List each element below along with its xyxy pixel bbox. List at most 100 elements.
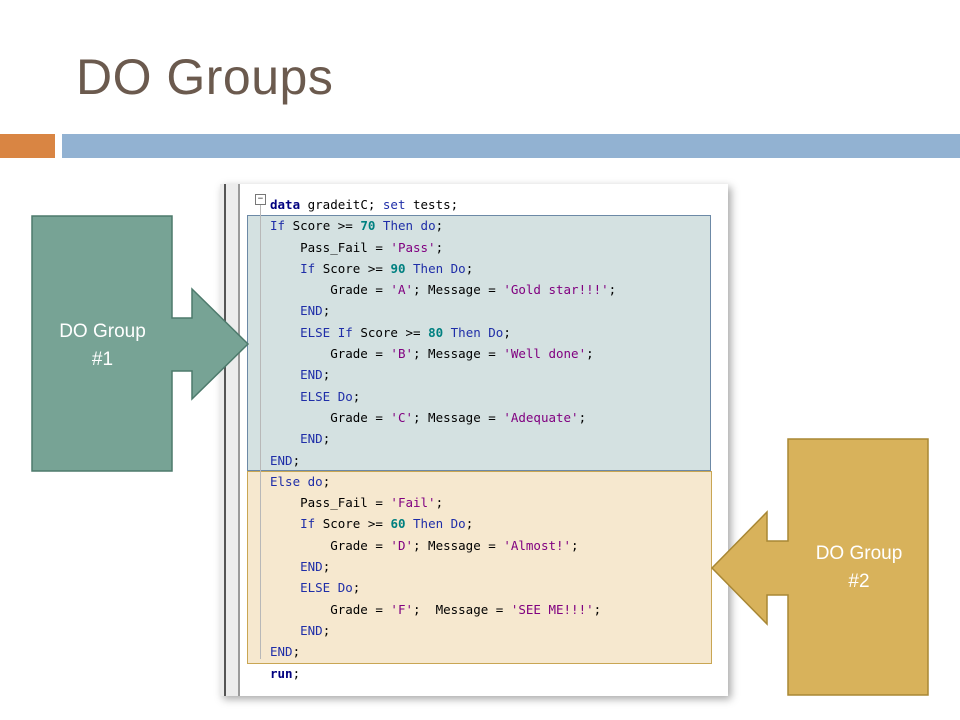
code-token: Pass_Fail =	[270, 495, 391, 511]
code-token: ;	[503, 324, 511, 340]
do-group-1-label-line2: #1	[91, 349, 114, 370]
code-token: tests;	[405, 197, 459, 212]
code-token: Grade =	[270, 346, 391, 362]
code-token	[270, 325, 300, 340]
code-token: ; Message =	[413, 537, 504, 553]
code-line: run;	[270, 663, 616, 684]
code-token: ;	[578, 409, 587, 425]
code-token	[270, 431, 300, 446]
code-line: If Score >= 90 Then Do;	[270, 258, 616, 279]
code-token: 'Well done'	[503, 346, 587, 362]
code-token: ; Message =	[413, 282, 504, 298]
do-group-2-label-line1: DO Group	[815, 543, 903, 564]
accent-bar-orange	[0, 134, 55, 158]
code-token	[270, 580, 300, 595]
code-line: ELSE If Score >= 80 Then Do;	[270, 322, 616, 343]
code-token: 'D'	[390, 537, 413, 553]
code-token: ELSE If	[300, 324, 353, 340]
code-token: If	[270, 218, 286, 234]
code-line: END;	[270, 364, 616, 385]
code-line: Pass_Fail = 'Fail';	[270, 492, 616, 513]
code-editor-screenshot: − data gradeitC; set tests;If Score >= 7…	[220, 184, 728, 696]
editor-gutter	[220, 184, 240, 696]
sas-code-block: data gradeitC; set tests;If Score >= 70 …	[270, 194, 616, 684]
collapse-toggle-icon[interactable]: −	[255, 194, 266, 205]
do-group-2-label-line2: #2	[848, 571, 870, 592]
code-line: END;	[270, 620, 616, 641]
code-token: 90	[390, 260, 406, 276]
code-line: Grade = 'F'; Message = 'SEE ME!!!';	[270, 599, 616, 620]
code-token: END	[300, 303, 323, 319]
code-token: Grade =	[270, 601, 391, 617]
code-line: END;	[270, 300, 616, 321]
arrow-left-shape	[710, 438, 929, 696]
code-line: If Score >= 60 Then Do;	[270, 513, 616, 534]
code-token: 'Adequate'	[503, 409, 579, 425]
code-token: ;	[322, 431, 331, 447]
code-token	[270, 261, 300, 276]
code-token: ;	[292, 452, 301, 468]
slide-title: DO Groups	[76, 49, 334, 105]
code-token: 'Gold star!!!'	[503, 282, 609, 298]
code-token: ELSE Do	[300, 388, 353, 404]
do-group-1-callout: DO Group #1	[31, 215, 251, 473]
code-token: Score >=	[315, 516, 391, 532]
code-token: ;	[435, 495, 444, 511]
code-token: Then Do	[413, 516, 466, 532]
code-token: Then do	[382, 218, 436, 234]
code-token: 'Pass'	[390, 239, 436, 255]
code-token: Score >=	[285, 218, 361, 234]
code-token: ;	[322, 622, 331, 638]
code-token: ; Message =	[413, 601, 511, 617]
code-token: gradeitC;	[300, 197, 383, 212]
do-group-1-highlight	[247, 215, 711, 471]
code-token: Then Do	[450, 324, 504, 340]
code-token: 70	[360, 218, 376, 234]
code-token: ;	[322, 303, 331, 319]
code-token: If	[300, 260, 316, 276]
code-token: END	[270, 644, 293, 660]
code-token: 'A'	[390, 282, 413, 298]
code-token: END	[300, 367, 323, 383]
code-token: 'SEE ME!!!'	[510, 601, 594, 617]
code-token: Pass_Fail =	[270, 239, 391, 255]
code-token: Score >=	[315, 260, 391, 276]
code-token: ;	[352, 388, 361, 404]
code-token: ; Message =	[413, 346, 504, 362]
code-line: If Score >= 70 Then do;	[270, 215, 616, 236]
code-token: Grade =	[270, 537, 391, 553]
code-line: Grade = 'B'; Message = 'Well done';	[270, 343, 616, 364]
code-token	[375, 218, 383, 233]
code-token: ;	[292, 644, 301, 660]
fold-guide-line	[260, 204, 261, 659]
code-line: Else do;	[270, 471, 616, 492]
code-token: ;	[465, 516, 474, 532]
code-token: 'Almost!'	[503, 537, 572, 553]
code-token: ;	[322, 559, 331, 575]
gutter-line	[224, 184, 226, 696]
code-token: END	[300, 622, 323, 638]
code-token: END	[300, 431, 323, 447]
code-line: END;	[270, 556, 616, 577]
code-token: set	[382, 197, 406, 212]
code-token: If	[300, 516, 316, 532]
code-token: ;	[435, 218, 444, 234]
code-token: END	[300, 559, 323, 575]
code-token	[270, 516, 300, 531]
arrow-right-shape	[31, 215, 250, 472]
code-token: 60	[390, 516, 406, 532]
do-group-2-callout: DO Group #2	[710, 438, 930, 697]
code-token: 'C'	[390, 409, 413, 425]
code-line: END;	[270, 450, 616, 471]
code-token: ;	[608, 282, 617, 298]
code-token: ;	[465, 260, 474, 276]
code-token: Grade =	[270, 282, 391, 298]
code-token	[270, 623, 300, 638]
code-token: Grade =	[270, 409, 391, 425]
code-token: ;	[322, 367, 331, 383]
code-token: ; Message =	[413, 409, 504, 425]
code-line: Pass_Fail = 'Pass';	[270, 237, 616, 258]
do-group-2-highlight	[247, 471, 712, 664]
code-line: END;	[270, 428, 616, 449]
code-token	[406, 261, 414, 276]
